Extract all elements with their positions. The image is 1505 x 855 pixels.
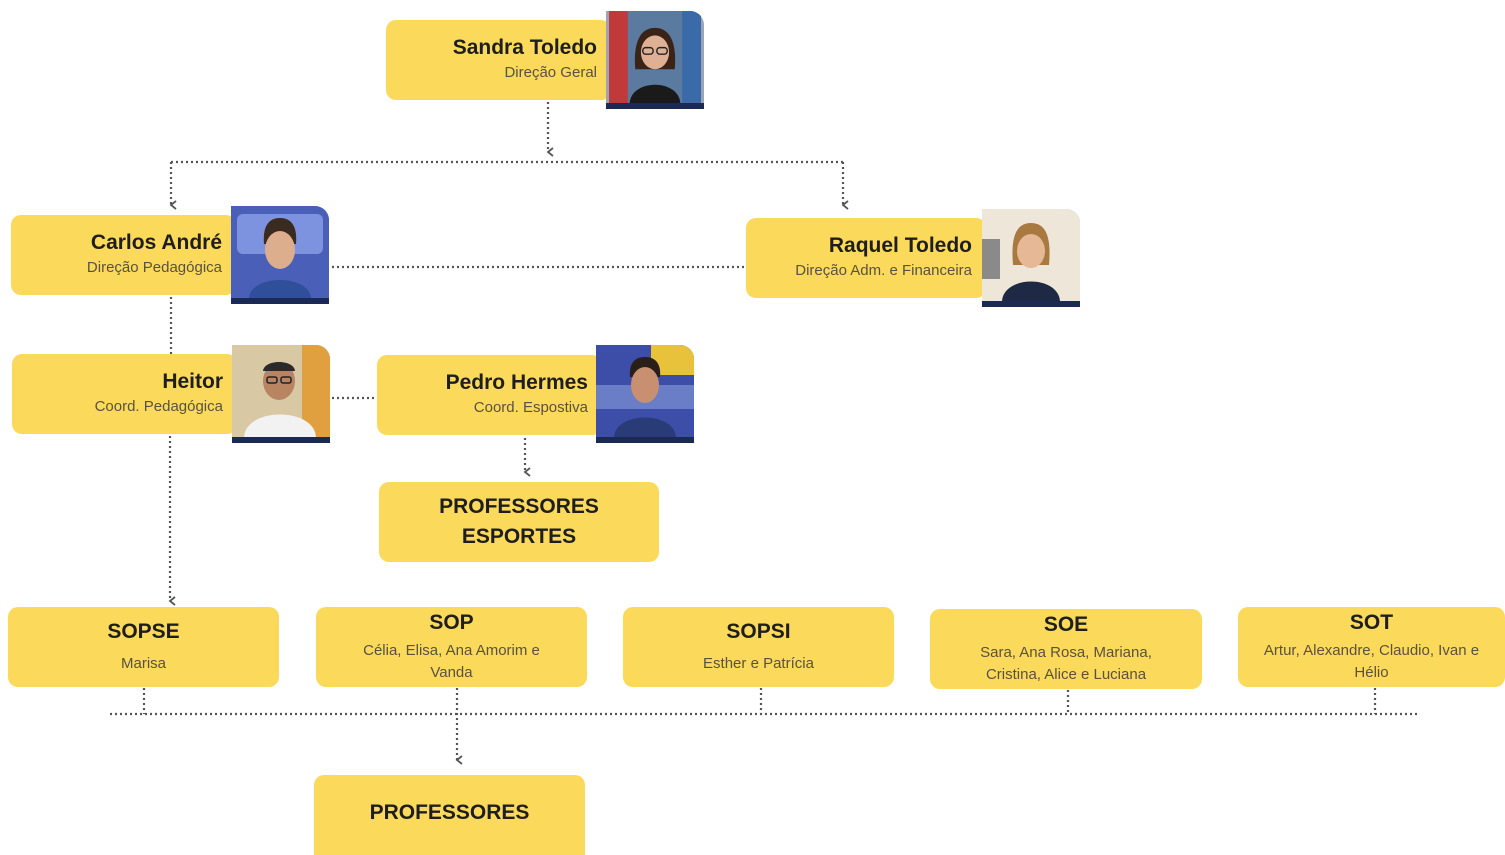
admin-director-card: Raquel Toledo Direção Adm. e Financeira xyxy=(746,218,986,298)
pedagogical-coordinator-role: Coord. Pedagógica xyxy=(94,398,223,415)
pedagogical-director-name: Carlos André xyxy=(90,231,222,254)
director-name: Sandra Toledo xyxy=(452,36,597,59)
sports-teachers-box: PROFESSORES ESPORTES xyxy=(379,482,659,562)
sports-teachers-line2: ESPORTES xyxy=(461,525,577,548)
sports-coordinator-photo xyxy=(596,345,694,443)
pedagogical-director-portrait-image xyxy=(231,206,329,298)
teachers-box: PROFESSORES xyxy=(314,775,585,855)
teachers-label: PROFESSORES xyxy=(369,801,530,824)
unit-sopse: SOPSE Marisa xyxy=(8,607,279,687)
director-card: Sandra Toledo Direção Geral xyxy=(386,20,611,100)
unit-sopsi-members: Esther e Patrícia xyxy=(703,655,814,672)
unit-sopse-members: Marisa xyxy=(120,655,166,672)
unit-sopsi: SOPSI Esther e Patrícia xyxy=(623,607,894,687)
sports-teachers-line1: PROFESSORES xyxy=(439,495,599,518)
unit-sop-name: SOP xyxy=(429,611,474,634)
director-photo xyxy=(606,11,704,109)
admin-director-name: Raquel Toledo xyxy=(828,234,972,257)
admin-director-portrait-image xyxy=(982,209,1080,301)
unit-soe-name: SOE xyxy=(1043,613,1089,636)
sports-coordinator-role: Coord. Espostiva xyxy=(473,399,588,416)
director-role: Direção Geral xyxy=(504,64,597,81)
unit-sot-name: SOT xyxy=(1349,611,1394,634)
unit-sopsi-name: SOPSI xyxy=(726,620,791,643)
unit-soe: SOE Sara, Ana Rosa, Mariana, Cristina, A… xyxy=(930,609,1202,689)
sports-coordinator-portrait-image xyxy=(596,345,694,437)
admin-director-role: Direção Adm. e Financeira xyxy=(795,262,972,279)
pedagogical-director-role: Direção Pedagógica xyxy=(86,259,222,276)
unit-sop-members: Célia, Elisa, Ana Amorim e Vanda xyxy=(363,642,540,681)
director-portrait-image xyxy=(609,11,701,103)
unit-sot: SOT Artur, Alexandre, Claudio, Ivan e Hé… xyxy=(1238,607,1505,687)
unit-sot-members: Artur, Alexandre, Claudio, Ivan e Hélio xyxy=(1263,642,1480,681)
pedagogical-director-card: Carlos André Direção Pedagógica xyxy=(11,215,236,295)
pedagogical-coordinator-portrait-image xyxy=(232,345,330,437)
sports-coordinator-name: Pedro Hermes xyxy=(445,371,588,394)
pedagogical-director-photo xyxy=(231,206,329,304)
unit-soe-members: Sara, Ana Rosa, Mariana, Cristina, Alice… xyxy=(980,644,1152,683)
sports-coordinator-card: Pedro Hermes Coord. Espostiva xyxy=(377,355,602,435)
pedagogical-coordinator-photo xyxy=(232,345,330,443)
pedagogical-coordinator-name: Heitor xyxy=(162,370,223,393)
pedagogical-coordinator-card: Heitor Coord. Pedagógica xyxy=(12,354,237,434)
admin-director-photo xyxy=(982,209,1080,307)
unit-sopse-name: SOPSE xyxy=(107,620,180,643)
unit-sop: SOP Célia, Elisa, Ana Amorim e Vanda xyxy=(316,607,587,687)
